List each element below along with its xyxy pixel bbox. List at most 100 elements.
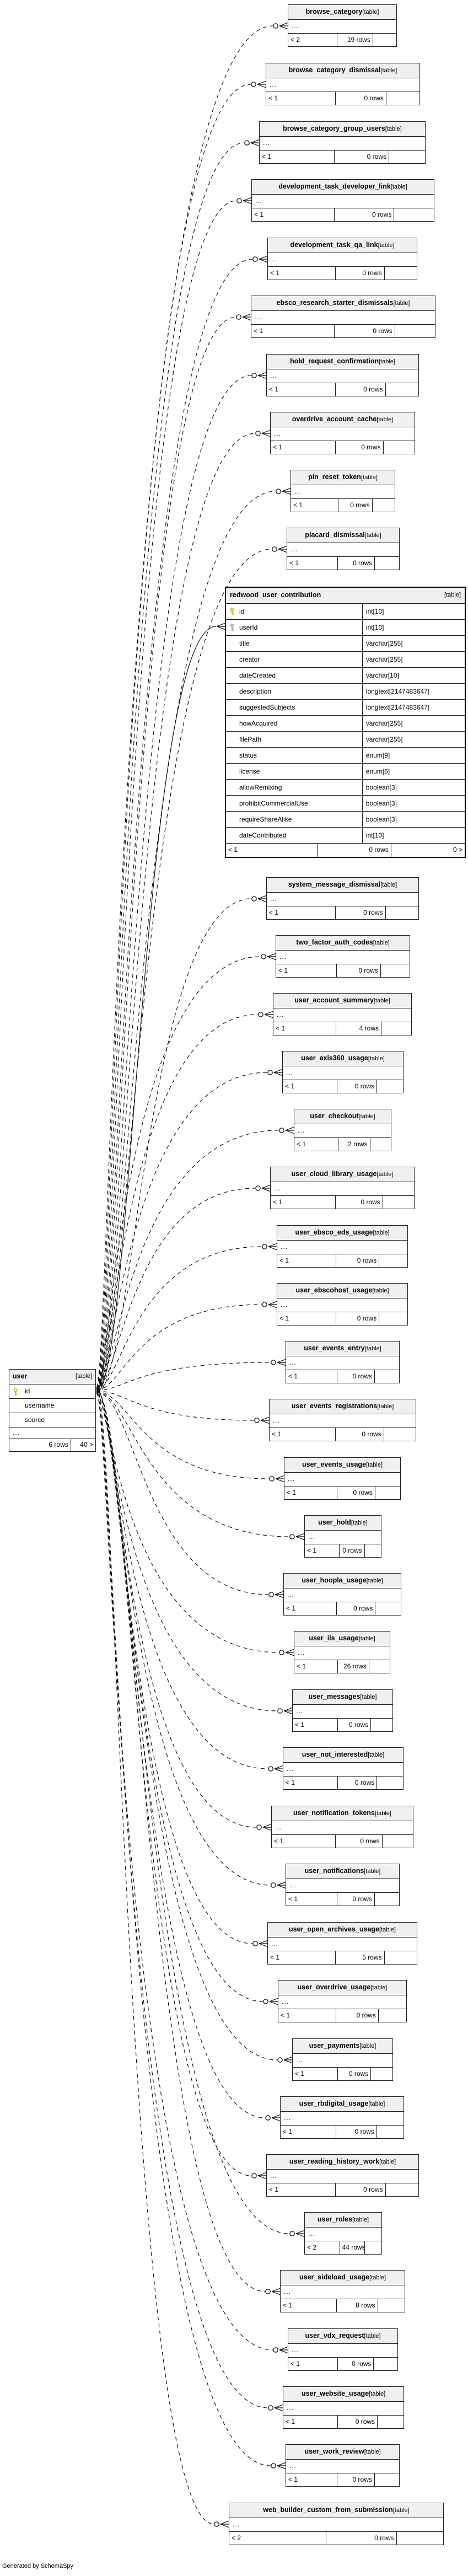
- table-header[interactable]: user_notification_tokens[table]: [272, 1806, 413, 1821]
- table-header[interactable]: system_message_dismissal[table]: [267, 878, 418, 893]
- table-header[interactable]: development_task_developer_link[table]: [252, 180, 434, 195]
- table-node-development_task_developer_link[interactable]: development_task_developer_link[table]..…: [251, 179, 434, 222]
- table-header[interactable]: user_axis360_usage[table]: [283, 1051, 403, 1066]
- table-header[interactable]: browse_category_group_users[table]: [260, 122, 425, 137]
- table-header[interactable]: user_events_entry[table]: [286, 1341, 399, 1356]
- table-type-suffix: [table]: [364, 1345, 381, 1352]
- table-header[interactable]: pin_reset_token[table]: [291, 470, 395, 485]
- table-header[interactable]: user_rbdigital_usage[table]: [281, 2097, 404, 2112]
- table-header[interactable]: placard_dismissal[table]: [287, 528, 399, 543]
- table-type-suffix: [table]: [368, 2101, 385, 2107]
- column-name: title: [239, 640, 250, 647]
- table-header[interactable]: user_cloud_library_usage[table]: [271, 1167, 414, 1182]
- table-header[interactable]: user_website_usage[table]: [283, 2387, 404, 2402]
- columns-ellipsis: ...: [286, 1356, 399, 1370]
- crows-foot-connector: [264, 1014, 274, 1018]
- table-header[interactable]: redwood_user_contribution[table]: [226, 588, 465, 604]
- table-header[interactable]: user_overdrive_usage[table]: [278, 1981, 406, 1995]
- table-header[interactable]: browse_category_dismissal[table]: [266, 63, 419, 78]
- table-header[interactable]: user_open_archives_usage[table]: [268, 1923, 417, 1938]
- table-node-web_builder_custom_from_submission[interactable]: web_builder_custom_from_submission[table…: [229, 2503, 444, 2545]
- table-header[interactable]: web_builder_custom_from_submission[table…: [229, 2503, 443, 2518]
- table-header[interactable]: two_factor_auth_codes[table]: [276, 936, 410, 951]
- table-header[interactable]: user_ebsco_eds_usage[table]: [277, 1226, 407, 1241]
- table-name: development_task_qa_link: [290, 241, 378, 249]
- crows-foot-connector: [261, 1188, 271, 1192]
- table-header[interactable]: user_not_interested[table]: [283, 1748, 403, 1763]
- child-degree: [374, 1486, 400, 1499]
- table-header[interactable]: user_hold[table]: [305, 1516, 381, 1531]
- table-header[interactable]: user_ebscohost_usage[table]: [277, 1284, 407, 1298]
- table-header[interactable]: user_vdx_request[table]: [288, 2329, 397, 2344]
- table-header[interactable]: user_payments[table]: [293, 2039, 392, 2054]
- child-degree: [374, 557, 399, 570]
- table-header[interactable]: user_messages[table]: [293, 1690, 392, 1705]
- table-name: user_messages: [308, 1693, 361, 1700]
- table-node-ebsco_research_starter_dismissals[interactable]: ebsco_research_starter_dismissals[table]…: [251, 296, 435, 338]
- table-header[interactable]: browse_category[table]: [288, 5, 396, 20]
- table-header[interactable]: user_roles[table]: [305, 2213, 381, 2228]
- table-header[interactable]: user_notifications[table]: [286, 1864, 399, 1879]
- table-header[interactable]: user_ils_usage[table]: [294, 1632, 390, 1646]
- row-count: 0 rows: [335, 267, 384, 280]
- zero-or-more-circle: [252, 1941, 258, 1946]
- parent-degree: < 1: [286, 1779, 295, 1786]
- table-header[interactable]: user_hoopla_usage[table]: [284, 1574, 401, 1588]
- table-header[interactable]: user_reading_history_work[table]: [267, 2155, 418, 2170]
- table-header[interactable]: development_task_qa_link[table]: [268, 238, 417, 253]
- table-header[interactable]: user_sideload_usage[table]: [281, 2271, 405, 2285]
- table-header[interactable]: user_checkout[table]: [294, 1109, 391, 1124]
- table-header[interactable]: user[table]: [9, 1370, 95, 1384]
- columns-ellipsis: ...: [281, 2112, 404, 2126]
- table-header[interactable]: ebsco_research_starter_dismissals[table]: [251, 296, 435, 311]
- table-header[interactable]: user_work_review[table]: [286, 2445, 399, 2460]
- table-header[interactable]: user_account_summary[table]: [273, 994, 411, 1008]
- table-header[interactable]: user_events_usage[table]: [284, 1458, 400, 1473]
- table-header[interactable]: overdrive_account_cache[table]: [271, 412, 415, 427]
- child-degree: [376, 2126, 404, 2138]
- row-count: 0 rows: [336, 2009, 378, 2022]
- parent-degree: < 2: [291, 36, 300, 44]
- table-header[interactable]: user_events_registrations[table]: [270, 1399, 416, 1414]
- table-header[interactable]: hold_request_confirmation[table]: [267, 355, 418, 369]
- table-name: user_vdx_request: [305, 2332, 364, 2339]
- table-node-browse_category_group_users[interactable]: browse_category_group_users[table]...< 1…: [259, 121, 426, 164]
